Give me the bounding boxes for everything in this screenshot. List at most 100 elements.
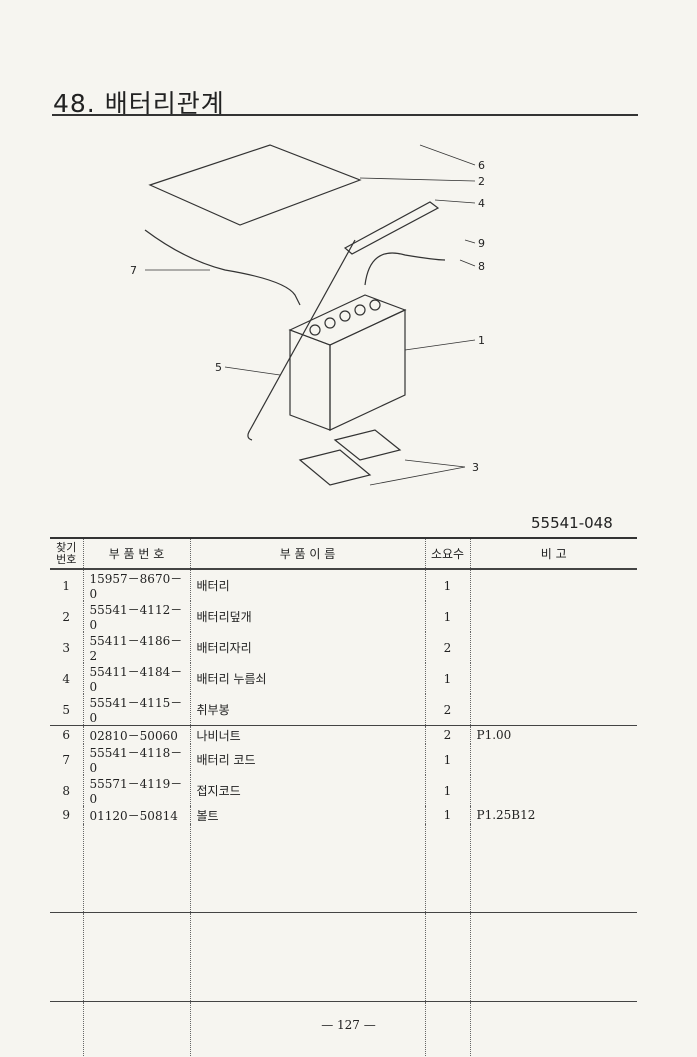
- cell-no: 6: [62, 728, 71, 742]
- cell-qty: 1: [424, 775, 470, 806]
- battery-exploded-diagram: 6 2 4 9 8 7 1 5 3: [130, 144, 485, 486]
- cell-part-no: 01120－50814: [82, 806, 190, 824]
- cell-name: 취부봉: [189, 694, 425, 726]
- cell-no: 8: [62, 783, 71, 798]
- cell-part-no: 55411－4186－2: [82, 632, 190, 663]
- mounting-rod: [247, 239, 356, 441]
- blank-cell: [189, 824, 425, 913]
- cell-remarks: P1.00: [469, 725, 637, 744]
- cell-qty: 1: [424, 601, 470, 632]
- cell-remarks: [469, 694, 637, 726]
- cell-name: 접지코드: [189, 775, 425, 806]
- cell-no: 3: [62, 640, 71, 655]
- cell-part-no: 15957－8670－0: [82, 569, 190, 601]
- blank-cell: [82, 824, 190, 913]
- cell-part-no: 55541－4118－0: [82, 744, 190, 775]
- callout-3: 3: [472, 461, 479, 474]
- ground-cord: [364, 252, 446, 286]
- callout-2: 2: [478, 175, 485, 188]
- cell-remarks: [469, 663, 637, 694]
- blank-row: [50, 912, 637, 1002]
- cell-no: 9: [62, 808, 71, 822]
- cell-qty: 2: [424, 632, 470, 663]
- cell-remarks: P1.25B12: [469, 806, 637, 824]
- callout-1: 1: [478, 334, 485, 347]
- callout-9: 9: [478, 237, 485, 250]
- cell-qty: 2: [424, 725, 470, 744]
- battery-hold-down: [343, 201, 440, 255]
- header-no: 찾기 번호: [50, 537, 83, 570]
- blank-cell: [82, 1001, 190, 1057]
- cell-qty: 2: [424, 694, 470, 726]
- cell-name: 나비너트: [189, 725, 425, 744]
- callout-4: 4: [478, 197, 485, 210]
- cell-remarks: [469, 775, 637, 806]
- blank-cell: [189, 1001, 425, 1057]
- cell-remarks: [469, 601, 637, 632]
- blank-cell: [424, 824, 470, 913]
- cell-qty: 1: [424, 663, 470, 694]
- header-qty: 소요수: [424, 537, 470, 570]
- blank-row: [50, 1001, 637, 1057]
- cell-part-no: 55411－4184－0: [82, 663, 190, 694]
- callout-7: 7: [130, 264, 137, 277]
- cell-no: 1: [62, 578, 71, 593]
- page-number: — 127 —: [321, 1018, 376, 1032]
- cell-name: 배터리자리: [189, 632, 425, 663]
- title-divider: [52, 114, 638, 116]
- blank-row: [50, 824, 637, 913]
- blank-cell: [189, 912, 425, 1002]
- callout-5: 5: [215, 361, 222, 374]
- cell-part-no: 55541－4115－0: [82, 694, 190, 726]
- blank-cell: [424, 1001, 470, 1057]
- blank-cell: [424, 912, 470, 1002]
- cell-part-no: 55571－4119－0: [82, 775, 190, 806]
- cell-part-no: 02810－50060: [82, 725, 190, 744]
- blank-cell: [469, 1001, 637, 1057]
- blank-cell: [50, 824, 83, 913]
- battery-cover: [148, 144, 362, 226]
- blank-cell: [50, 912, 83, 1002]
- blank-cell: [82, 912, 190, 1002]
- cell-name: 볼트: [189, 806, 425, 824]
- cell-no: 7: [62, 752, 71, 767]
- parts-table: 찾기 번호 부 품 번 호 부 품 이 름 소요수 비 고 1 15957－867…: [50, 537, 637, 1057]
- table-header: 찾기 번호 부 품 번 호 부 품 이 름 소요수 비 고: [50, 537, 637, 570]
- callout-8: 8: [478, 260, 485, 273]
- cell-name: 배터리덮개: [189, 601, 425, 632]
- cell-no: 5: [50, 694, 83, 726]
- cell-no: 2: [62, 609, 71, 624]
- cell-qty: 1: [424, 744, 470, 775]
- battery-bases: [298, 429, 402, 486]
- cell-remarks: [469, 569, 637, 601]
- blank-cell: [469, 824, 637, 913]
- cell-remarks: [469, 744, 637, 775]
- blank-cell: [469, 912, 637, 1002]
- cell-name: 배터리 누름쇠: [189, 663, 425, 694]
- cell-remarks: [469, 632, 637, 663]
- callout-6: 6: [478, 159, 485, 172]
- cell-qty: 1: [424, 806, 470, 824]
- header-part-no: 부 품 번 호: [82, 537, 190, 570]
- page-title: 48. 배터리관계: [53, 89, 225, 118]
- drawing-code: 55541-048: [531, 514, 613, 532]
- leader-lines: [145, 144, 476, 486]
- cell-name: 배터리: [189, 569, 425, 601]
- header-name: 부 품 이 름: [189, 537, 425, 570]
- cell-no: 4: [62, 671, 71, 686]
- header-remarks: 비 고: [469, 537, 637, 570]
- cell-qty: 1: [424, 569, 470, 601]
- battery-body: [288, 294, 407, 431]
- cell-part-no: 55541－4112－0: [82, 601, 190, 632]
- battery-cord: [144, 229, 301, 306]
- cell-name: 배터리 코드: [189, 744, 425, 775]
